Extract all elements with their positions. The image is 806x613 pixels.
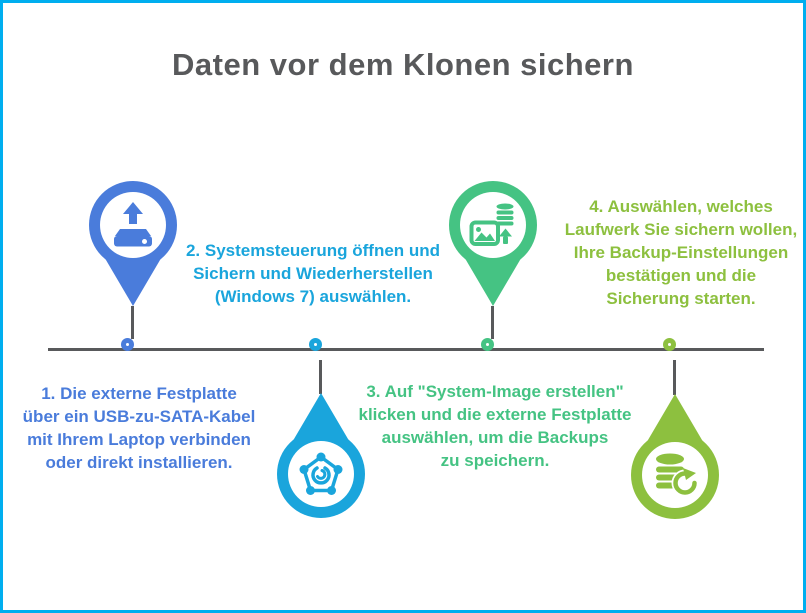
timeline-node-1 xyxy=(121,338,134,351)
image-database-upload-icon xyxy=(449,181,537,306)
connector-step-1 xyxy=(131,306,134,339)
step-2-text: 2. Systemsteuerung öffnen und Sichern un… xyxy=(185,241,441,306)
harddrive-upload-icon xyxy=(89,181,177,306)
connector-step-4 xyxy=(673,360,676,395)
timeline-node-4 xyxy=(663,338,676,351)
page-title: Daten vor dem Klonen sichern xyxy=(172,47,634,82)
pin-step-2 xyxy=(273,392,369,518)
timeline-node-2 xyxy=(309,338,322,351)
database-refresh-icon xyxy=(631,394,719,519)
step-4-text: 4. Auswählen, welches Laufwerk Sie siche… xyxy=(564,197,798,308)
step-3-text: 3. Auf "System-Image erstellen" klicken … xyxy=(358,382,632,470)
pin-step-3 xyxy=(445,181,541,307)
timeline-node-3 xyxy=(481,338,494,351)
pin-step-4 xyxy=(627,393,723,519)
connector-step-3 xyxy=(491,306,494,339)
timeline-line xyxy=(48,348,764,351)
network-power-icon xyxy=(277,393,365,518)
connector-step-2 xyxy=(319,360,322,394)
pin-step-1 xyxy=(85,181,181,307)
step-1-text: 1. Die externe Festplatte über ein USB-z… xyxy=(22,384,256,472)
